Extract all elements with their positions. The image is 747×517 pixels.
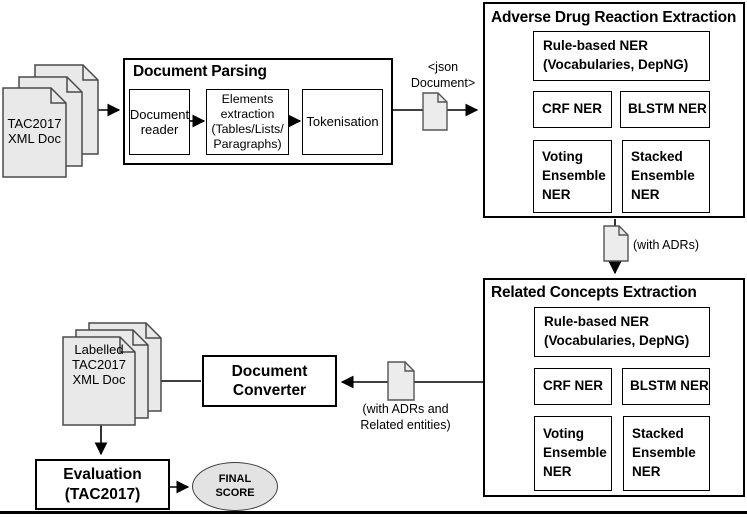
related-blstm-ner: BLSTM NER — [622, 368, 710, 405]
with-adrs-label: (with ADRs) — [633, 238, 699, 252]
json-document-icon — [422, 92, 448, 131]
bottom-divider — [0, 511, 747, 514]
evaluation-box: Evaluation (TAC2017) — [35, 459, 170, 510]
adverse-rule-based-ner: Rule-based NER (Vocabularies, DepNG) — [533, 31, 710, 81]
input-doc-stack-icon — [2, 64, 99, 178]
tokenisation-step: Tokenisation — [302, 89, 383, 155]
with-adrs-related-document-icon — [387, 361, 415, 401]
elements-extraction-step: Elements extraction (Tables/Lists/ Parag… — [206, 89, 289, 155]
adverse-stacked-ensemble-ner: Stacked Ensemble NER — [622, 140, 710, 213]
adverse-voting-ensemble-ner: Voting Ensemble NER — [533, 140, 612, 213]
adverse-blstm-ner: BLSTM NER — [620, 91, 710, 128]
with-adrs-document-icon — [603, 225, 629, 262]
labelled-stack-label: Labelled TAC2017 XML Doc — [72, 342, 126, 387]
adverse-crf-ner: CRF NER — [533, 91, 612, 128]
labelled-doc-stack-icon — [62, 322, 162, 426]
related-crf-ner: CRF NER — [534, 368, 612, 405]
input-stack-label: TAC2017 XML Doc — [7, 116, 62, 146]
related-rule-based-ner: Rule-based NER (Vocabularies, DepNG) — [534, 307, 710, 357]
related-extraction-title: Related Concepts Extraction — [491, 284, 697, 301]
final-score-ellipse: FINAL SCORE — [192, 462, 278, 511]
document-reader-step: Document reader — [129, 89, 190, 155]
related-stacked-ensemble-ner: Stacked Ensemble NER — [623, 416, 710, 491]
document-parsing-title: Document Parsing — [133, 63, 267, 80]
document-converter-box: Document Converter — [202, 355, 337, 407]
with-adrs-related-label: (with ADRs and Related entities) — [360, 402, 451, 432]
adverse-extraction-title: Adverse Drug Reaction Extraction — [491, 9, 737, 26]
related-voting-ensemble-ner: Voting Ensemble NER — [534, 416, 612, 491]
json-document-label: <json Document> — [410, 60, 476, 90]
